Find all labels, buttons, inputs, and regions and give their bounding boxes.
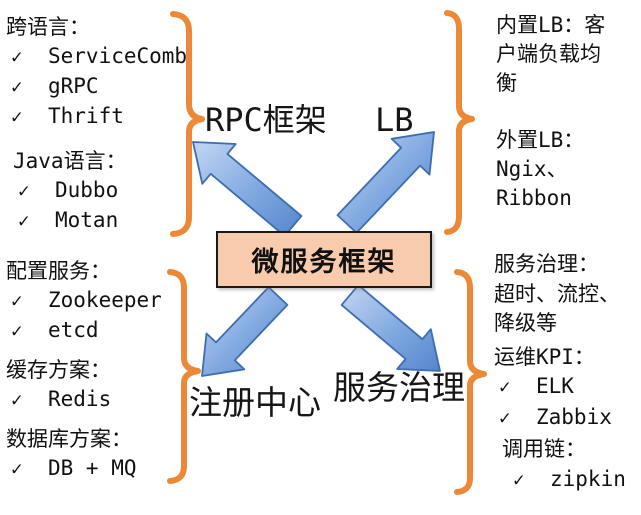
text-line: 服务治理： — [494, 252, 599, 276]
item-label: Dubbo — [55, 178, 119, 202]
arrow-up-right-icon — [336, 131, 435, 234]
section-heading: Java语言： — [13, 149, 127, 173]
item-label: ELK — [536, 374, 574, 398]
text-line: 外置LB： — [496, 128, 585, 152]
list-item: ✓ zipkin — [508, 465, 626, 496]
label-load-balancer: LB — [375, 101, 414, 139]
label-rpc-framework: RPC框架 — [205, 101, 327, 139]
section-heading: 缓存方案： — [6, 358, 111, 382]
item-label: Motan — [55, 208, 119, 232]
center-node-microservice-framework: 微服务框架 — [216, 231, 432, 288]
check-icon: ✓ — [499, 376, 511, 398]
check-icon: ✓ — [499, 406, 511, 429]
panel-registry-solutions: 配置服务： ✓ Zookeeper ✓ etcd 缓存方案： ✓ Redis 数… — [6, 257, 162, 484]
section-heading: 配置服务： — [6, 259, 111, 283]
list-item: ✓ Dubbo — [13, 176, 187, 206]
list-item: ✓ Motan — [13, 206, 187, 236]
label-service-governance: 服务治理 — [333, 368, 465, 407]
text-line: Ngix、 — [496, 157, 568, 181]
item-label: etcd — [48, 318, 99, 342]
text-line: 超时、流控、 — [494, 281, 620, 306]
check-icon: ✓ — [18, 210, 30, 232]
section-heading: 数据库方案： — [6, 427, 132, 451]
check-icon: ✓ — [18, 180, 30, 202]
arrow-up-left-icon — [192, 141, 303, 237]
brace-top-right — [444, 10, 475, 235]
text-line: 降级等 — [494, 311, 557, 335]
check-icon: ✓ — [11, 320, 23, 342]
list-item: ✓ DB + MQ — [6, 454, 162, 484]
list-item: ✓ Zabbix — [494, 403, 626, 434]
panel-service-governance: 服务治理： 超时、流控、 降级等 运维KPI： ✓ ELK ✓ Zabbix 调… — [494, 250, 626, 495]
text-line: 内置LB：客 — [496, 13, 606, 37]
item-label: Thrift — [48, 104, 124, 128]
check-icon: ✓ — [11, 458, 23, 480]
panel-cross-language: 跨语言： ✓ ServiceComb ✓ gRPC ✓ Thrift Java语… — [6, 13, 187, 236]
list-item: ✓ ELK — [494, 372, 626, 403]
item-label: Zabbix — [536, 404, 612, 429]
section-heading: 运维KPI： — [494, 344, 595, 369]
section-heading: 跨语言： — [6, 15, 90, 39]
text-line: Ribbon — [496, 186, 572, 210]
section-heading: 调用链： — [502, 437, 586, 461]
check-icon: ✓ — [11, 46, 23, 68]
check-icon: ✓ — [513, 468, 525, 491]
arrow-down-left-icon — [201, 286, 289, 377]
check-icon: ✓ — [11, 76, 23, 98]
text-line: 户端负载均 — [496, 42, 601, 66]
arrow-down-right-icon — [340, 284, 441, 372]
brace-bottom-right — [454, 269, 487, 495]
item-label: Zookeeper — [48, 288, 162, 312]
list-item: ✓ Redis — [6, 385, 162, 415]
label-registry-center: 注册中心 — [189, 383, 321, 422]
item-label: gRPC — [48, 74, 99, 98]
item-label: Redis — [48, 387, 112, 411]
brace-top-left — [170, 11, 205, 237]
list-item: ✓ etcd — [6, 316, 162, 346]
check-icon: ✓ — [11, 389, 23, 411]
item-label: DB + MQ — [48, 456, 137, 480]
item-label: zipkin — [550, 466, 626, 491]
panel-load-balancing: 内置LB：客 户端负载均 衡 外置LB： Ngix、 Ribbon — [496, 11, 605, 213]
item-label: ServiceComb — [48, 44, 188, 68]
list-item: ✓ gRPC — [6, 72, 187, 102]
check-icon: ✓ — [11, 290, 23, 312]
center-node-label: 微服务框架 — [251, 247, 397, 278]
list-item: ✓ Zookeeper — [6, 286, 162, 316]
check-icon: ✓ — [11, 106, 23, 128]
text-line: 衡 — [496, 71, 517, 95]
brace-bottom-left — [167, 269, 201, 484]
list-item: ✓ Thrift — [6, 102, 187, 132]
list-item: ✓ ServiceComb — [6, 42, 187, 72]
